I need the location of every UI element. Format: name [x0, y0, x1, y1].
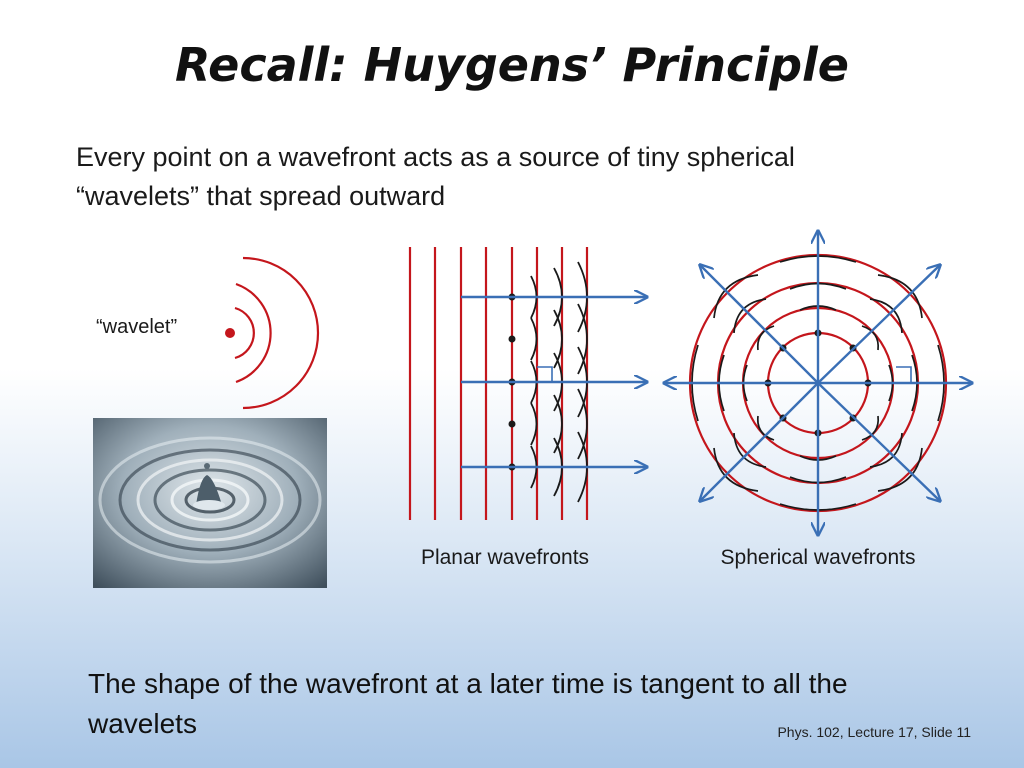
spherical-ray-arrow: [700, 382, 819, 501]
spherical-wavefronts-diagram: [664, 231, 972, 535]
spherical-ray-arrow: [817, 382, 940, 501]
water-drop-photo: [93, 418, 327, 588]
slide-subtitle: Every point on a wavefront acts as a sou…: [76, 138, 936, 216]
planar-wavefronts-caption: Planar wavefronts: [420, 546, 590, 569]
slide-reference: Phys. 102, Lecture 17, Slide 11: [777, 724, 971, 740]
spherical-wavelet-arcs: [691, 255, 945, 511]
planar-wavefronts-diagram: [408, 247, 647, 520]
wavelet-source-diagram: [225, 256, 320, 410]
wavelet-arc-small: [234, 306, 255, 360]
subtitle-line-2: “wavelets” that spread outward: [76, 181, 446, 211]
conclusion-line-1: The shape of the wavefront at a later ti…: [88, 668, 848, 699]
conclusion-text: The shape of the wavefront at a later ti…: [88, 664, 988, 744]
right-angle-marker: [896, 366, 912, 383]
wavelet-arc-large: [242, 256, 320, 410]
wavelet-source-dot: [225, 328, 235, 338]
planar-source-dots: [508, 293, 516, 471]
spherical-ray-arrow: [817, 265, 940, 384]
spherical-wavefronts-caption: Spherical wavefronts: [720, 546, 916, 569]
wavelet-label: “wavelet”: [96, 316, 178, 338]
wavelet-arc-medium: [235, 282, 272, 384]
conclusion-line-2: wavelets: [88, 708, 197, 739]
subtitle-line-1: Every point on a wavefront acts as a sou…: [76, 142, 795, 172]
right-angle-marker: [537, 366, 553, 382]
spherical-ray-arrow: [700, 265, 819, 384]
slide-title: Recall: Huygens’ Principle: [175, 38, 849, 92]
